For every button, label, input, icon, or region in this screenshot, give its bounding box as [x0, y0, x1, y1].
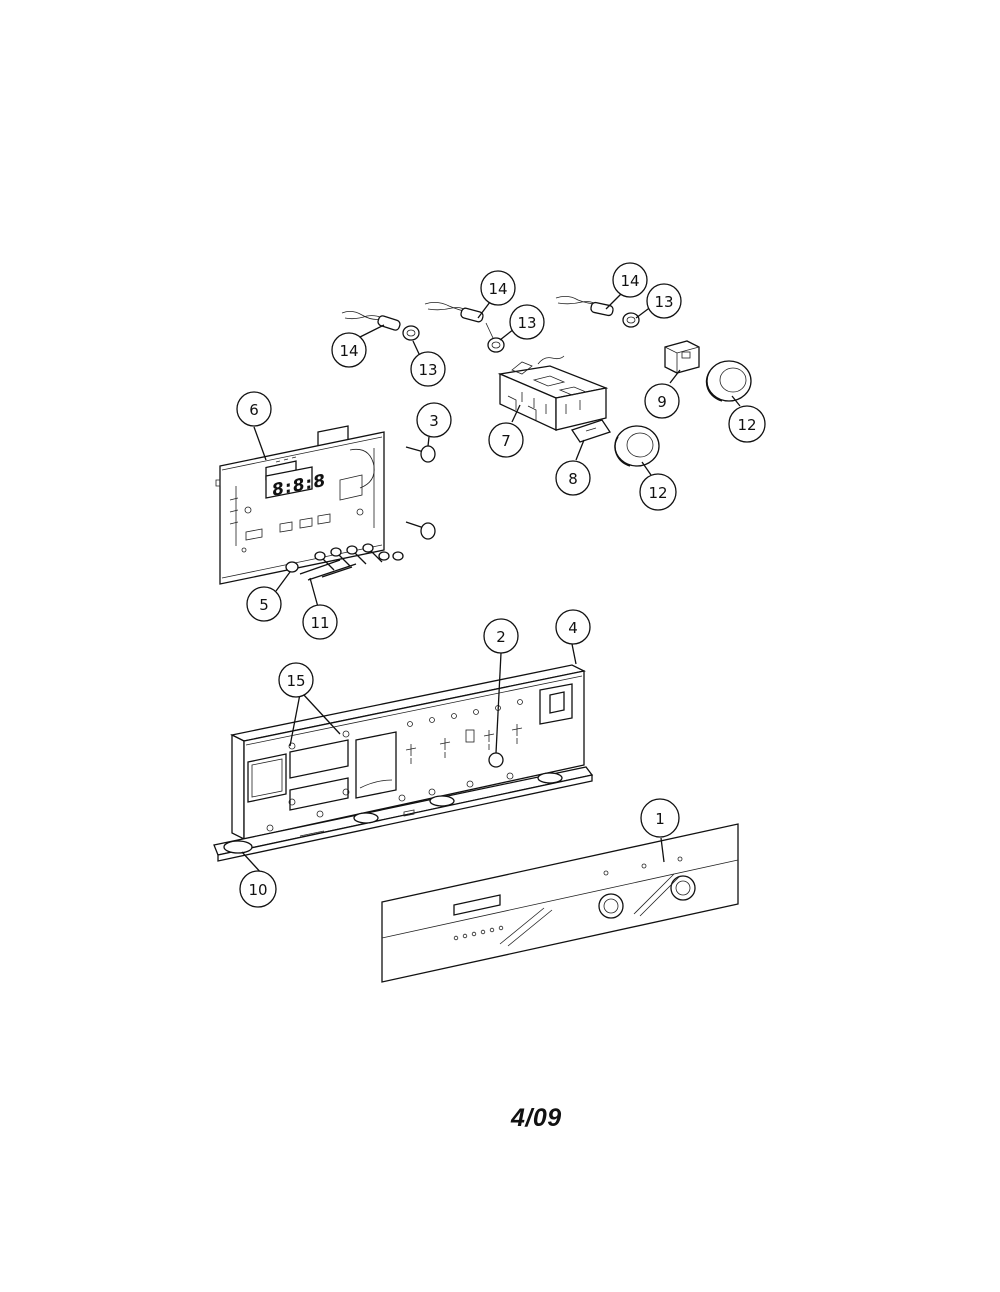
callout-14-left: 14: [331, 332, 367, 368]
selector-switch: [664, 340, 700, 374]
callout-12-upper-number: 12: [737, 416, 756, 434]
diagram-revision-code: 4/09: [511, 1104, 562, 1132]
callout-4-number: 4: [568, 619, 578, 637]
callout-10: 10: [239, 870, 277, 908]
callout-15: 15: [278, 662, 314, 698]
callout-13-right-number: 13: [654, 293, 673, 311]
control-panel-frame: [230, 664, 586, 841]
control-knob-upper: [705, 360, 752, 402]
callout-5: 5: [246, 586, 282, 622]
callout-13-middle-number: 13: [517, 314, 536, 332]
electronic-control-board: 8:8:8: [215, 425, 385, 585]
callout-7-number: 7: [501, 432, 511, 450]
standoff-hardware: [285, 543, 404, 581]
callout-10-number: 10: [248, 881, 267, 899]
front-control-panel: [381, 823, 739, 983]
button-actuator-strip: [213, 766, 594, 862]
callout-8: 8: [555, 460, 591, 496]
callout-2-number: 2: [496, 628, 506, 646]
callout-3: 3: [416, 402, 452, 438]
callout-13-left: 13: [410, 351, 446, 387]
push-button: [488, 752, 504, 768]
callout-3-number: 3: [429, 412, 439, 430]
callout-1: 1: [640, 798, 680, 838]
callout-11-number: 11: [310, 614, 329, 632]
callout-9-number: 9: [657, 393, 667, 411]
callout-9: 9: [644, 383, 680, 419]
callout-11: 11: [302, 604, 338, 640]
screw-lower: [405, 521, 436, 540]
callout-1-number: 1: [655, 810, 665, 828]
callout-13-left-number: 13: [418, 361, 437, 379]
relay-board: [497, 355, 609, 432]
screw-upper: [405, 445, 436, 463]
lamp-socket-left: [341, 311, 420, 341]
callout-14-middle: 14: [480, 270, 516, 306]
lens-card: [570, 419, 612, 443]
callout-13-middle: 13: [509, 304, 545, 340]
callout-14-left-number: 14: [339, 342, 358, 360]
leader-lines: [241, 293, 741, 876]
callout-7: 7: [488, 422, 524, 458]
control-knob-lower: [614, 425, 660, 467]
callout-12-upper: 12: [728, 405, 766, 443]
callout-14-middle-number: 14: [488, 280, 507, 298]
callout-15-number: 15: [286, 672, 305, 690]
callout-4: 4: [555, 609, 591, 645]
lamp-socket-right: [555, 296, 640, 328]
callout-2: 2: [483, 618, 519, 654]
callout-14-right: 14: [612, 262, 648, 298]
callout-8-number: 8: [568, 470, 578, 488]
callout-12-lower: 12: [639, 473, 677, 511]
lamp-socket-middle: [424, 302, 505, 353]
callout-6: 6: [236, 391, 272, 427]
callout-6-number: 6: [249, 401, 259, 419]
callout-5-number: 5: [259, 596, 269, 614]
callout-14-right-number: 14: [620, 272, 639, 290]
callout-12-lower-number: 12: [648, 484, 667, 502]
callout-13-right: 13: [646, 283, 682, 319]
